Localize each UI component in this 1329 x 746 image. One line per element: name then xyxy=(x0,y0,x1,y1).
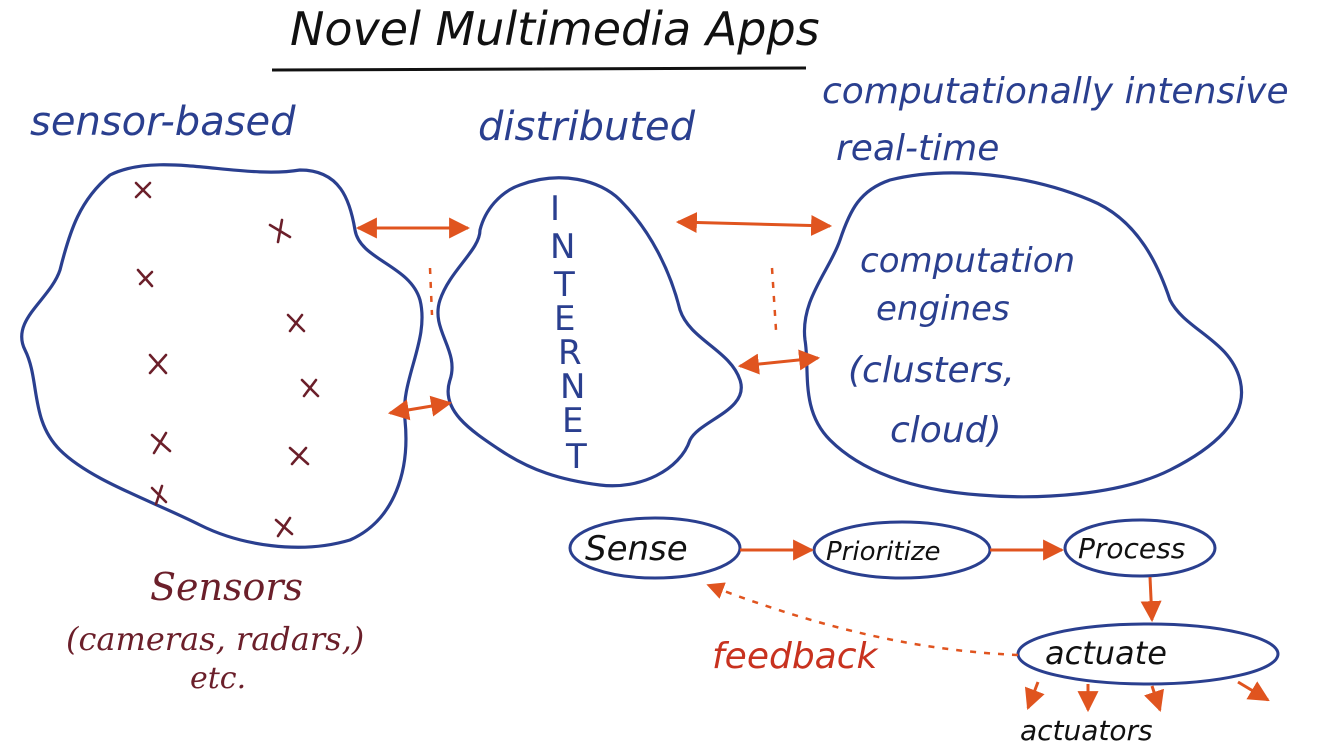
dashes-sensor-internet xyxy=(428,267,434,316)
computation-line: cloud) xyxy=(890,410,1002,451)
internet-letter: N xyxy=(550,227,575,267)
sensors-label: Sensors xyxy=(150,565,303,609)
internet-letter: I xyxy=(550,189,560,229)
arrow-process-actuate xyxy=(1140,576,1162,623)
actuators-label: actuators xyxy=(1020,714,1153,746)
sensor-cloud xyxy=(20,163,424,549)
actuator-arrow xyxy=(1024,681,1045,710)
realtime-label: real-time xyxy=(836,128,999,169)
arrow-sensor-internet-bottom xyxy=(387,395,453,421)
sensors-examples: (cameras, radars,) xyxy=(66,620,364,658)
sensor-marks xyxy=(134,181,320,538)
dashes-internet-computation xyxy=(770,267,778,331)
feedback-arrow xyxy=(706,582,1019,657)
computational-label: computationally intensive xyxy=(822,71,1289,112)
internet-letter: N xyxy=(560,367,585,407)
internet-letter: E xyxy=(562,401,583,441)
computation-line: (clusters, xyxy=(848,350,1015,391)
internet-letter: E xyxy=(554,299,575,339)
process-oval xyxy=(1063,518,1217,578)
actuate-label: actuate xyxy=(1045,634,1167,672)
actuator-arrow xyxy=(1237,680,1270,702)
internet-letter: T xyxy=(565,437,587,477)
internet-letter: T xyxy=(553,265,575,305)
actuator-arrow xyxy=(1144,685,1164,712)
distributed-label: distributed xyxy=(478,104,696,150)
process-label: Process xyxy=(1078,532,1185,565)
sense-label: Sense xyxy=(585,529,688,569)
title-underline xyxy=(271,66,807,72)
internet-letters: I N T E R N E T xyxy=(550,189,587,477)
sensors-etc: etc. xyxy=(190,661,246,696)
internet-cloud xyxy=(436,176,743,488)
computation-cloud xyxy=(802,171,1244,499)
sensor-based-label: sensor-based xyxy=(30,99,296,145)
computation-line: computation xyxy=(860,241,1075,281)
computation-line: engines xyxy=(876,289,1010,329)
prioritize-label: Prioritize xyxy=(826,537,940,567)
internet-letter: R xyxy=(558,333,582,373)
feedback-label: feedback xyxy=(712,636,880,677)
page-title: Novel Multimedia Apps xyxy=(290,2,820,56)
sense-oval xyxy=(568,516,742,580)
arrow-internet-computation-top xyxy=(675,212,833,236)
arrow-internet-computation-bottom xyxy=(737,349,821,375)
